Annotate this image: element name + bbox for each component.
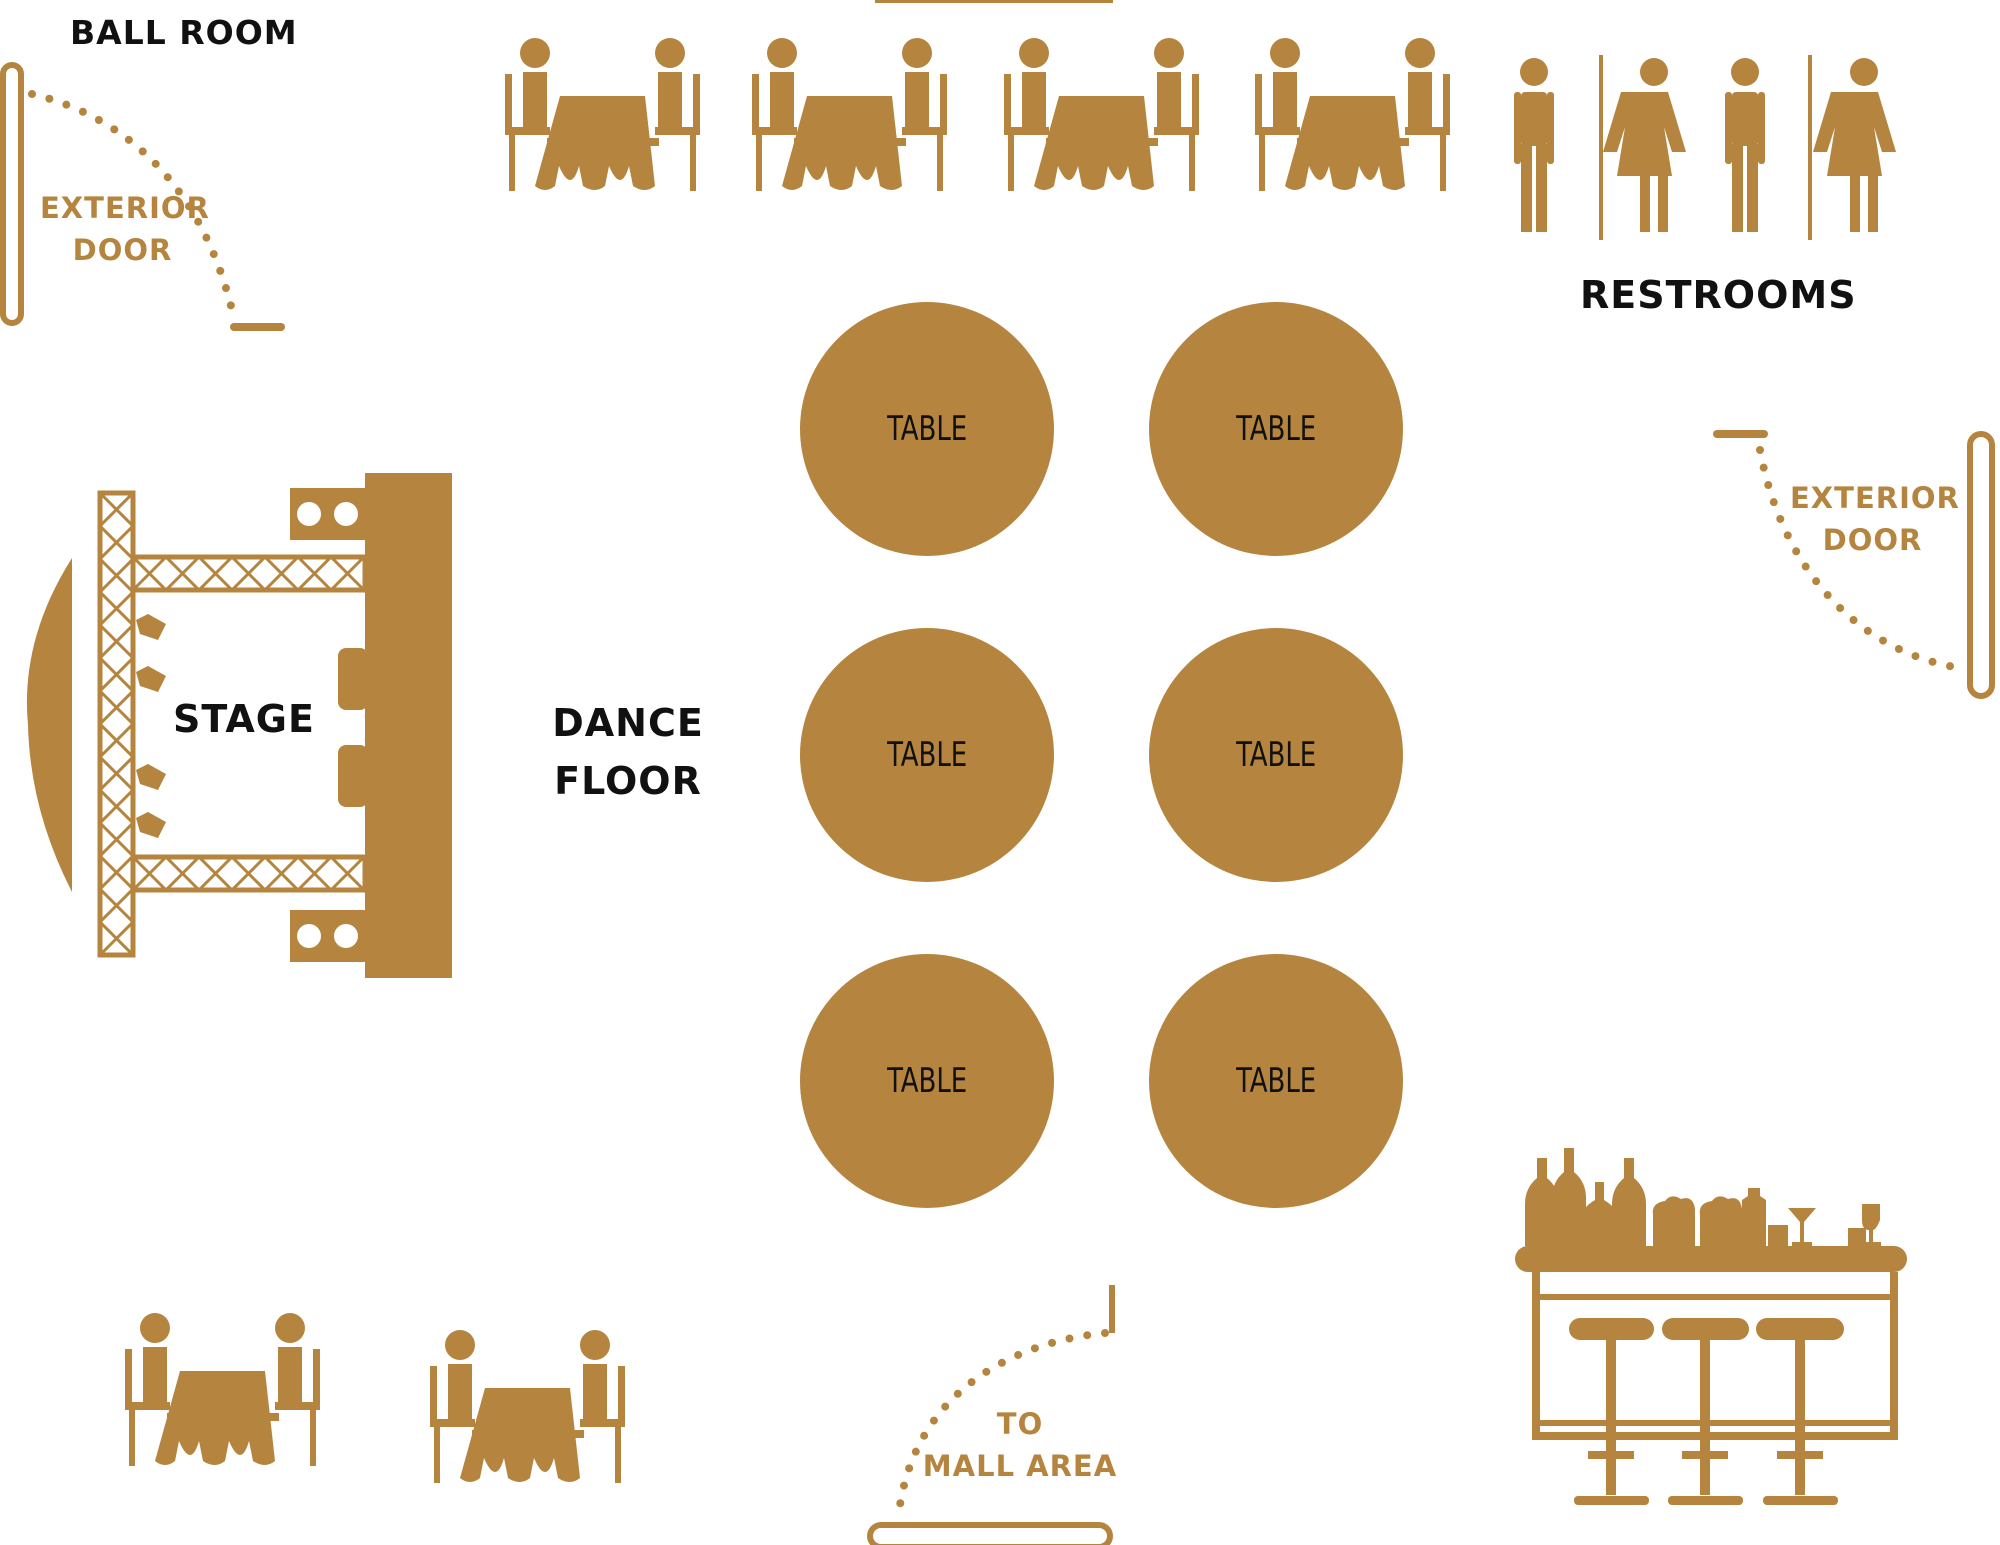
table-label: TABLE [886, 1061, 968, 1101]
table-4[interactable]: TABLE [1149, 628, 1403, 882]
bar-counter-icon [1515, 1148, 1907, 1505]
table-3[interactable]: TABLE [800, 628, 1054, 882]
mall-area-line-2: MALL AREA [922, 1449, 1118, 1484]
mall-door-icon [867, 1285, 1115, 1545]
stage-truss-icon [26, 473, 452, 978]
restroom-divider [1808, 55, 1812, 240]
exterior-door-left-icon [0, 62, 285, 331]
table-label: TABLE [1235, 1061, 1317, 1101]
ballroom-label: BALL ROOM [70, 13, 298, 52]
exterior-door-right-label: EXTERIOR DOOR [1790, 481, 1960, 558]
restrooms-label: RESTROOMS [1580, 273, 1857, 317]
exterior-door-left-line-2: DOOR [72, 233, 173, 268]
dance-floor-line-1: DANCE [552, 701, 704, 745]
table-5[interactable]: TABLE [800, 954, 1054, 1208]
mall-area-line-1: TO [996, 1407, 1044, 1441]
man-icon [1725, 58, 1765, 232]
dining-set-icon [752, 38, 947, 191]
table-label: TABLE [1235, 735, 1317, 775]
table-1[interactable]: TABLE [800, 302, 1054, 556]
table-label: TABLE [1235, 409, 1317, 449]
exterior-door-left-label: EXTERIOR DOOR [40, 191, 210, 268]
exterior-door-right-line-1: EXTERIOR [1790, 481, 1960, 515]
table-2[interactable]: TABLE [1149, 302, 1403, 556]
woman-icon [1603, 58, 1686, 232]
dining-set-icon [505, 38, 700, 191]
table-6[interactable]: TABLE [1149, 954, 1403, 1208]
dining-set-icon [430, 1330, 625, 1483]
dance-floor-label: DANCE FLOOR [548, 701, 708, 803]
mall-area-label: TO MALL AREA [915, 1407, 1125, 1484]
woman-icon [1813, 58, 1896, 232]
dining-set-icon [125, 1313, 320, 1466]
exterior-door-right-line-2: DOOR [1822, 523, 1923, 558]
dining-set-icon [1004, 38, 1199, 191]
table-label: TABLE [886, 409, 968, 449]
table-label: TABLE [886, 735, 968, 775]
dining-set-icon [1255, 38, 1450, 191]
exterior-door-left-line-1: EXTERIOR [40, 191, 210, 225]
stage-label: STAGE [173, 697, 315, 741]
exterior-door-right-icon [1713, 430, 1995, 699]
dance-floor-line-2: FLOOR [554, 758, 702, 803]
restroom-divider [1599, 55, 1603, 240]
man-icon [1514, 58, 1554, 232]
